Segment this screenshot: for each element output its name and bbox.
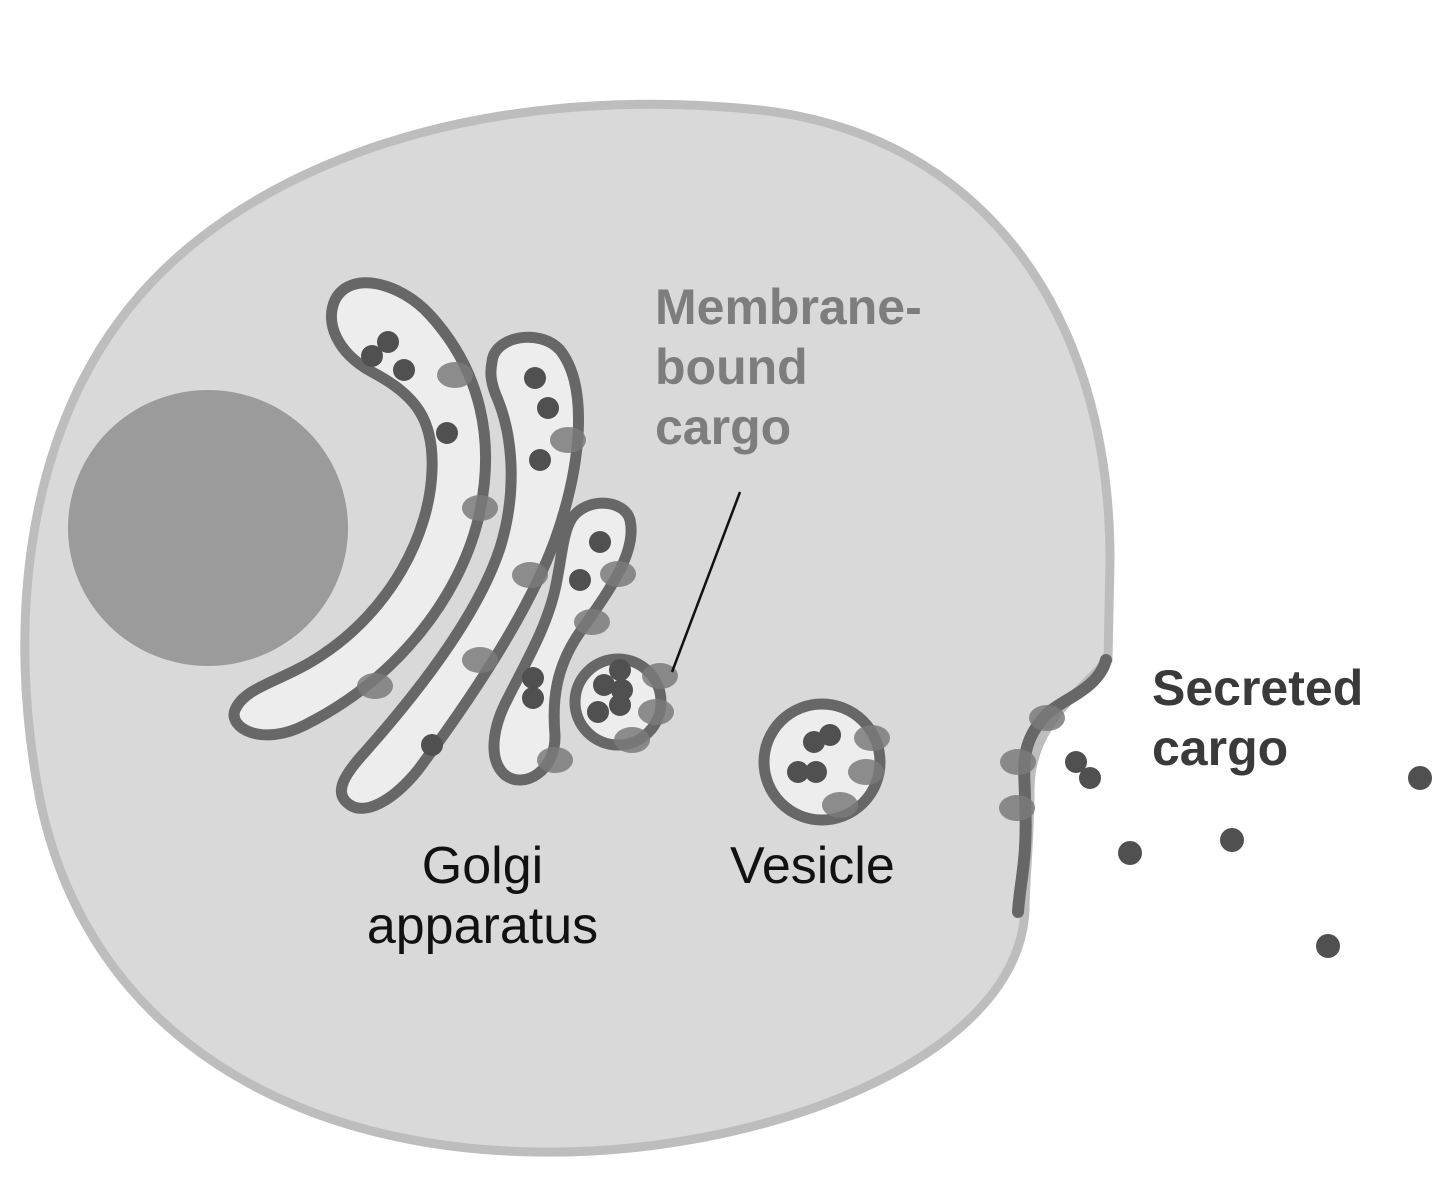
golgi-cisterna-2 bbox=[336, 331, 584, 814]
membrane-cargo bbox=[822, 792, 858, 818]
membrane-cargo bbox=[614, 727, 650, 753]
golgi-label-line1: Golgi bbox=[421, 837, 544, 895]
lumen-cargo-group bbox=[361, 331, 841, 783]
secreted-label-line2: cargo bbox=[1152, 720, 1289, 776]
vesicle-label: Vesicle bbox=[730, 837, 895, 895]
membrane-cargo bbox=[550, 427, 586, 453]
cargo-dot bbox=[819, 724, 841, 746]
secreted-cargo-group bbox=[1065, 751, 1432, 958]
membrane-cargo bbox=[638, 699, 674, 725]
membrane-cargo-pointer-line bbox=[670, 491, 742, 673]
cargo-dot bbox=[587, 701, 609, 723]
membrane-cargo bbox=[537, 747, 573, 773]
membrane-cargo bbox=[462, 647, 498, 673]
membrane-cargo bbox=[1000, 749, 1036, 775]
cargo-dot bbox=[569, 569, 591, 591]
cargo-dot bbox=[593, 674, 615, 696]
cargo-dot bbox=[805, 761, 827, 783]
secreted-cargo-dot bbox=[1408, 766, 1432, 790]
cargo-dot bbox=[787, 761, 809, 783]
cargo-dot bbox=[537, 397, 559, 419]
golgi-label: Golgi apparatus bbox=[355, 840, 610, 952]
secreted-cargo-label: Secreted cargo bbox=[1152, 663, 1363, 773]
membrane-cargo bbox=[1029, 705, 1065, 731]
membrane-cargo bbox=[854, 725, 890, 751]
cargo-dot bbox=[609, 694, 631, 716]
cargo-dot bbox=[393, 359, 415, 381]
membrane-cargo bbox=[999, 795, 1035, 821]
membrane-cargo-group bbox=[357, 362, 1065, 821]
cargo-dot bbox=[524, 367, 546, 389]
cargo-dot bbox=[522, 687, 544, 709]
cargo-dot bbox=[377, 331, 399, 353]
cargo-dot bbox=[421, 734, 443, 756]
membrane-cargo bbox=[437, 362, 473, 388]
membrane-bound-cargo-label: Membrane- bound cargo bbox=[655, 282, 922, 452]
secreted-cargo-dot bbox=[1079, 767, 1101, 789]
cargo-dot bbox=[436, 422, 458, 444]
transport-vesicle bbox=[758, 698, 886, 826]
secreted-cargo-dot bbox=[1118, 841, 1142, 865]
cargo-dot bbox=[609, 659, 631, 681]
secreted-cargo-dot bbox=[1220, 828, 1244, 852]
membrane-cargo bbox=[462, 495, 498, 521]
membrane-cargo bbox=[642, 663, 678, 689]
cargo-dot bbox=[361, 345, 383, 367]
cargo-dot bbox=[529, 449, 551, 471]
secreted-cargo-dot bbox=[1065, 751, 1087, 773]
cargo-dot bbox=[589, 531, 611, 553]
membrane-cargo bbox=[512, 562, 548, 588]
membrane-cargo bbox=[848, 759, 884, 785]
secreted-label-line1: Secreted bbox=[1152, 660, 1364, 716]
membrane-label-line2: bound bbox=[655, 339, 808, 395]
cargo-dot bbox=[522, 667, 544, 689]
nucleus bbox=[68, 390, 348, 666]
membrane-cargo bbox=[574, 609, 610, 635]
membrane-label-line1: Membrane- bbox=[655, 279, 922, 335]
membrane-cargo bbox=[600, 561, 636, 587]
secreted-cargo-dot bbox=[1316, 934, 1340, 958]
membrane-label-line3: cargo bbox=[655, 399, 792, 455]
golgi-label-line2: apparatus bbox=[366, 897, 599, 955]
membrane-cargo bbox=[357, 673, 393, 699]
